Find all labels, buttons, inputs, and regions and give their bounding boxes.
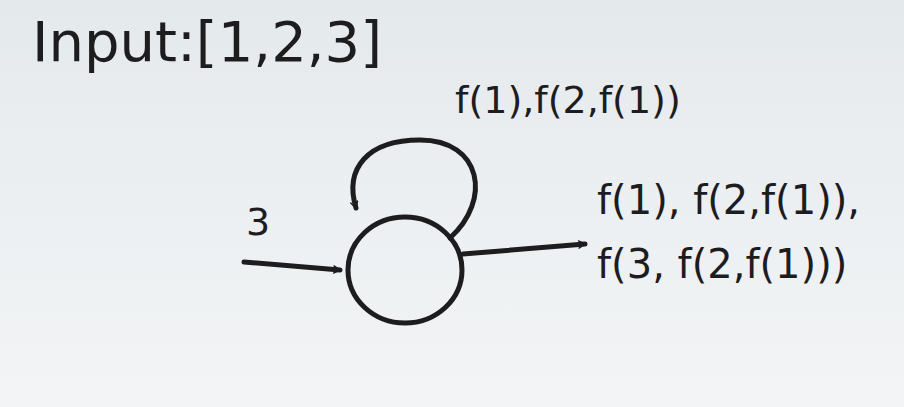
loop-state-label: f(1),f(2,f(1)) bbox=[455, 78, 681, 124]
input-arrow bbox=[244, 262, 340, 270]
output-sequence: f(1), f(2,f(1)), f(3, f(2,f(1))) bbox=[597, 168, 897, 296]
input-heading: Input:[1,2,3] bbox=[32, 8, 382, 75]
input-value: 3 bbox=[246, 200, 270, 246]
output-arrow bbox=[463, 244, 585, 254]
recurrent-loop-arrow bbox=[353, 140, 475, 238]
cell-circle bbox=[348, 217, 462, 323]
